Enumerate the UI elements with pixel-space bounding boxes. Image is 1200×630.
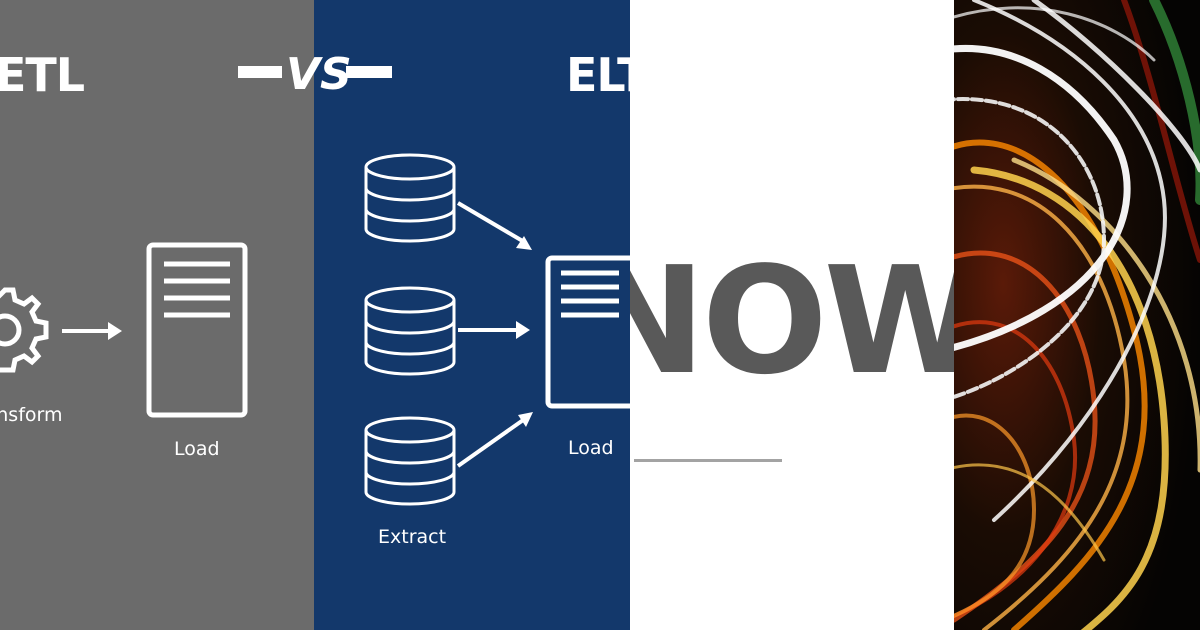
vs-label: VS [286,49,352,100]
etl-title: ETL [0,48,85,102]
arrow-icon [456,412,533,468]
elt-panel: ELT [314,0,630,630]
database-icon [364,286,456,376]
elt-diagram [364,153,630,506]
transform-label: Transform [0,404,63,426]
gear-icon [0,287,49,373]
database-icon [364,416,456,506]
light-trails-image [954,0,1200,630]
etl-panel: ETL Transform Load [0,0,314,630]
now-word: NOW [630,235,954,407]
database-icon [364,153,456,243]
vs-bar-right [346,66,392,78]
elt-title: ELT [566,48,630,102]
arrow-icon [458,321,530,339]
arrow-icon [456,201,532,250]
light-trails-art [954,0,1200,630]
server-document-icon [146,242,248,418]
etl-diagram [0,242,248,418]
etl-load-label: Load [174,438,220,460]
vs-bar-left [238,66,282,78]
server-document-icon [545,255,630,409]
extract-label: Extract [378,526,447,548]
arrow-icon [62,322,122,340]
now-panel: NOW [630,0,954,630]
elt-load-label: Load [568,437,614,459]
now-underline [634,459,782,462]
